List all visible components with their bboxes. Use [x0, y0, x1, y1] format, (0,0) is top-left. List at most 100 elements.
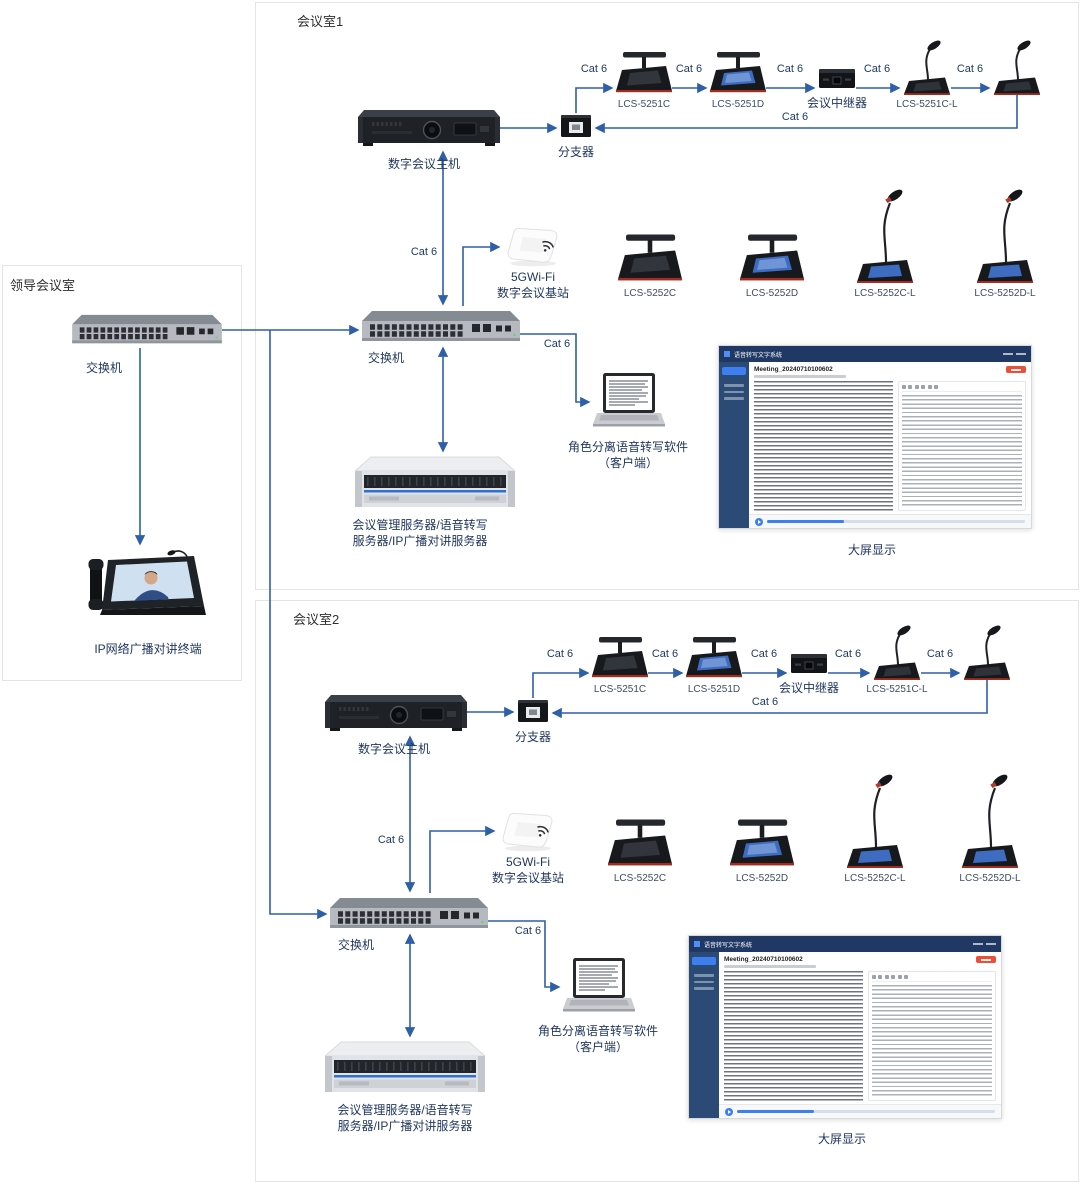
label-lcs5251cl: LCS-5251C-L: [896, 99, 958, 110]
label-client-software: 角色分离语音转写软件 （客户端）: [567, 440, 689, 470]
cat6-label: Cat 6: [410, 246, 438, 258]
label-switch: 交换机: [338, 938, 375, 952]
label-client-software: 角色分离语音转写软件 （客户端）: [537, 1024, 659, 1054]
room2-mic-lcs5252dl-device: [960, 767, 1020, 870]
label-lcs5252cl: LCS-5252C-L: [854, 288, 916, 299]
bigscreen-sidebar: [689, 952, 719, 1118]
room2-mic-lcs5252c-device: [608, 817, 672, 870]
bigscreen-note-card: [897, 381, 1026, 511]
room2-mic-lcs5251c-device: [592, 635, 648, 681]
label-lcs5252d: LCS-5252D: [745, 288, 799, 299]
label-lcs5252d: LCS-5252D: [735, 873, 789, 884]
label-lcs5251d: LCS-5251D: [687, 684, 741, 695]
label-lcs5252cl: LCS-5252C-L: [844, 873, 906, 884]
label-lcs5251c: LCS-5251C: [617, 99, 671, 110]
bigscreen-body: Meeting_20240710100602: [689, 952, 1001, 1118]
room2-switch-device: [330, 895, 488, 933]
play-icon: [755, 517, 763, 526]
room2-mic-gooseneck-device: [963, 621, 1011, 681]
bigscreen-transcript-text: [724, 971, 863, 1101]
cat6-label: Cat 6: [751, 696, 779, 708]
bigscreen-sidebar-button: [722, 367, 746, 375]
room2-mic-lcs5251d-device: [686, 635, 742, 681]
bigscreen-header-menu: [1003, 352, 1026, 356]
cat6-label: Cat 6: [675, 63, 703, 75]
room1-title: 会议室1: [297, 14, 344, 29]
bigscreen-main: Meeting_20240710100602: [749, 362, 1031, 528]
bigscreen-body: Meeting_20240710100602: [719, 362, 1031, 528]
cat6-label: Cat 6: [543, 338, 571, 350]
label-server: 会议管理服务器/语音转写 服务器/IP广播对讲服务器: [337, 1103, 473, 1133]
room2-client-laptop-device: [563, 957, 635, 1019]
bigscreen-toolbar-icons: [901, 385, 1022, 392]
bigscreen-logo-icon: [724, 351, 730, 357]
bigscreen-app-title: 语音转写文字系统: [734, 352, 783, 359]
bigscreen-red-button: [976, 956, 996, 963]
room2-conference-host-device: [325, 693, 467, 735]
room1-mic-lcs5252d-device: [740, 232, 804, 285]
label-lcs5252c: LCS-5252C: [623, 288, 677, 299]
bigscreen-red-button: [1006, 366, 1026, 373]
label-host: 数字会议主机: [357, 742, 431, 756]
room1-bigscreen-ui: 语音转写文字系统 Meeting_20240710100602: [718, 345, 1032, 529]
room1-splitter-device: [560, 113, 592, 139]
room1-mic-gooseneck-device: [993, 36, 1041, 96]
room1-wifi-basestation-device: [503, 225, 565, 267]
cat6-label: Cat 6: [926, 648, 954, 660]
bigscreen-card-text: [901, 395, 1022, 507]
room2-mic-lcs5252d-device: [730, 817, 794, 870]
line-leader-switch-r2switch: [269, 330, 328, 920]
room2-bigscreen-ui: 语音转写文字系统 Meeting_20240710100602: [688, 935, 1002, 1119]
bigscreen-card-text: [871, 985, 992, 1097]
room1-switch-device: [362, 308, 520, 346]
cat6-label: Cat 6: [514, 925, 542, 937]
label-host: 数字会议主机: [387, 157, 461, 171]
bigscreen-meeting-title: Meeting_20240710100602: [724, 956, 803, 963]
cat6-label: Cat 6: [863, 63, 891, 75]
line-r2-switch-ap: [429, 825, 496, 893]
room2-mic-lcs5251cl-device: [873, 621, 921, 681]
line-r1-switch-laptop: [520, 333, 591, 408]
cat6-label: Cat 6: [956, 63, 984, 75]
room2-splitter-device: [517, 698, 549, 724]
bigscreen-sidebar: [719, 362, 749, 528]
room1-mic-lcs5252dl-device: [975, 182, 1035, 285]
line-r1-splitter-mic1: [575, 82, 614, 113]
play-icon: [725, 1107, 733, 1116]
room1-mic-lcs5252cl-device: [855, 182, 915, 285]
label-server: 会议管理服务器/语音转写 服务器/IP广播对讲服务器: [352, 518, 488, 548]
bigscreen-meeting-title: Meeting_20240710100602: [754, 366, 833, 373]
label-lcs5252dl: LCS-5252D-L: [959, 873, 1021, 884]
room1-mic-lcs5251c-device: [616, 50, 672, 96]
room2-title: 会议室2: [293, 612, 340, 627]
bigscreen-audio-player: [719, 1104, 1001, 1118]
progress-track: [737, 1110, 995, 1113]
room1-box: [255, 2, 1079, 590]
line-r1-return-loop: [594, 94, 1018, 134]
label-lcs5251c: LCS-5251C: [593, 684, 647, 695]
label-ip-terminal: IP网络广播对讲终端: [94, 642, 202, 656]
progress-track: [767, 520, 1025, 523]
room2-mic-lcs5252cl-device: [845, 767, 905, 870]
label-splitter: 分支器: [557, 145, 595, 159]
room1-mic-lcs5251d-device: [710, 50, 766, 96]
line-r2-return-loop: [551, 679, 988, 719]
label-repeater: 会议中继器: [806, 96, 868, 110]
label-switch: 交换机: [368, 351, 405, 365]
room1-mic-lcs5251cl-device: [903, 36, 951, 96]
cat6-label: Cat 6: [580, 63, 608, 75]
label-bigscreen: 大屏显示: [847, 543, 897, 557]
label-splitter: 分支器: [514, 730, 552, 744]
label-wifi-basestation: 5GWi-Fi 数字会议基站: [491, 855, 565, 885]
bigscreen-meta-line: [754, 375, 846, 378]
room1-server-device: [355, 455, 515, 515]
bigscreen-header: 语音转写文字系统: [689, 936, 1001, 952]
bigscreen-note-card: [867, 971, 996, 1101]
bigscreen-meta-line: [724, 965, 816, 968]
leader-room-title: 领导会议室: [10, 278, 76, 293]
bigscreen-sidebar-button: [692, 957, 716, 965]
leader-switch-device: [72, 312, 222, 348]
label-lcs5251d: LCS-5251D: [711, 99, 765, 110]
room1-repeater-device: [818, 66, 856, 90]
